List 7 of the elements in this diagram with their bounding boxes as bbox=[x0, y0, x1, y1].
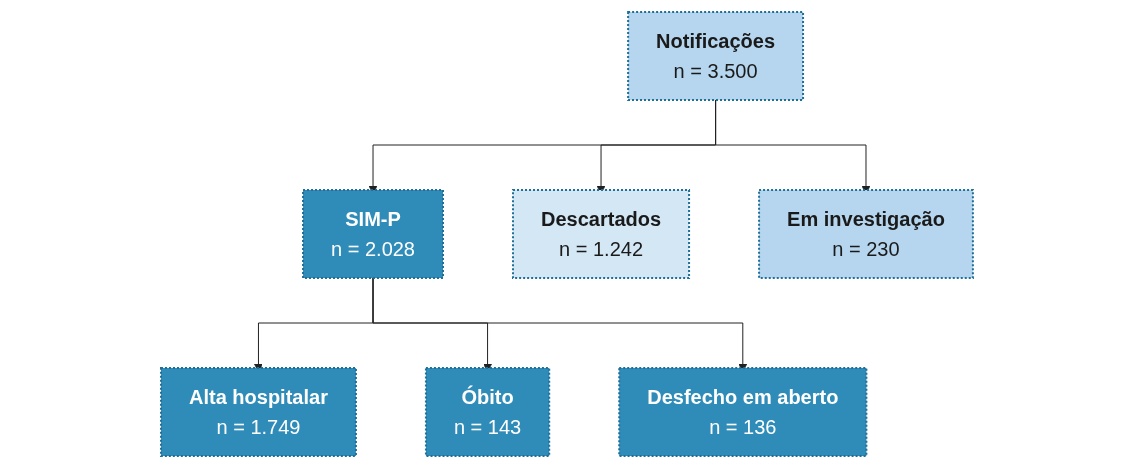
node-box: Notificações n = 3.500 bbox=[627, 10, 805, 101]
node-box: Descartados n = 1.242 bbox=[512, 188, 691, 279]
node-box: Alta hospitalar n = 1.749 bbox=[160, 366, 357, 457]
node-box: SIM-P n = 2.028 bbox=[302, 188, 445, 279]
node-box: Desfecho em aberto n = 136 bbox=[618, 366, 868, 457]
node-box: Óbito n = 143 bbox=[424, 366, 551, 457]
node-box: Em investigação n = 230 bbox=[758, 188, 974, 279]
